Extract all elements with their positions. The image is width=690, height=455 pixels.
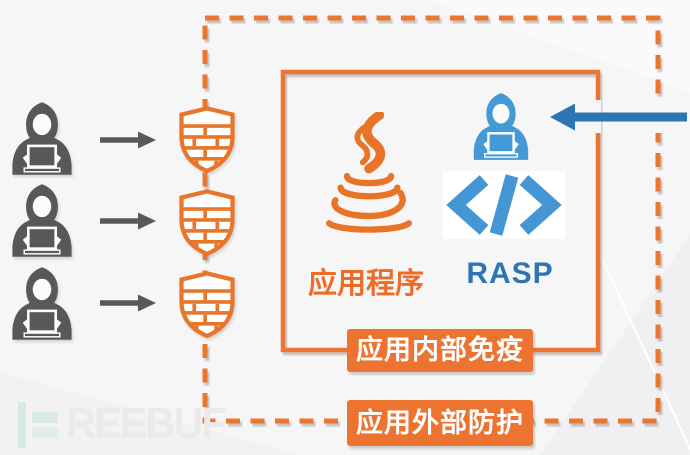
arrow-right-icon [138,294,156,312]
shield-brick-icon [180,273,235,336]
blue-hacker-icon [472,91,530,162]
watermark-text: REEBUF [66,399,227,448]
outer-zone-label: 应用外部防护 [347,400,533,446]
hacker-laptop-icon [11,183,73,258]
arrow-right-icon [138,212,156,230]
shield-brick-icon [180,191,235,254]
inner-zone-label: 应用内部免疫 [347,329,533,372]
hacker-laptop-icon [11,266,73,341]
java-logo-icon [329,115,409,229]
attack-arrows [100,131,156,312]
shield-brick-icon [180,108,235,171]
code-brackets-icon [443,171,565,239]
rasp-label: RASP [466,257,554,290]
arrow-right-icon [138,131,156,149]
watermark-f-glyph [32,400,66,446]
watermark-bar [18,402,26,448]
application-label: 应用程序 [307,268,424,300]
arrow-left-icon [550,103,687,131]
freebuf-watermark: REEBUF [18,400,235,450]
hacker-laptop-icon [11,101,73,176]
